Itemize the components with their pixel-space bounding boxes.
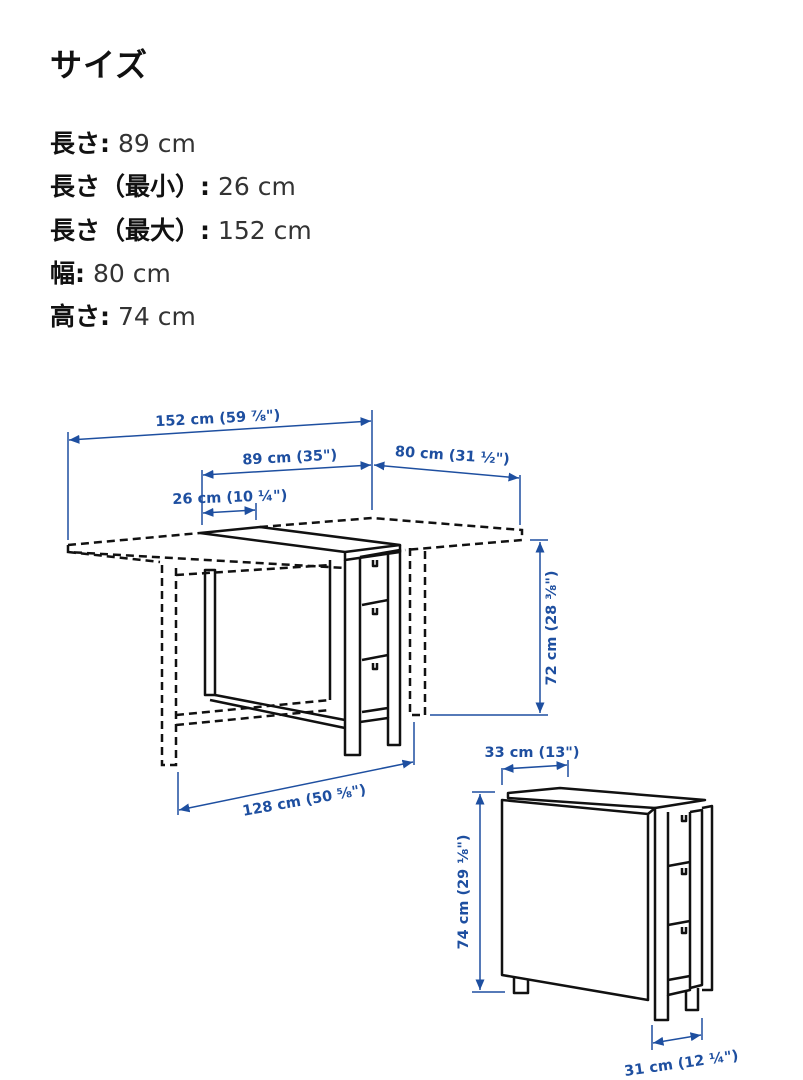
spec-label: 長さ: bbox=[50, 129, 110, 158]
spec-list: 長さ: 89 cm 長さ（最小）: 26 cm 長さ（最大）: 152 cm 幅… bbox=[50, 124, 312, 340]
spec-value: 80 cm bbox=[85, 258, 171, 288]
spec-value: 74 cm bbox=[110, 302, 196, 332]
dim-height: 72 cm (28 ⅜") bbox=[544, 570, 560, 685]
dim-line-33 bbox=[502, 761, 568, 773]
spec-label: 幅: bbox=[50, 258, 85, 288]
section-title: サイズ bbox=[50, 46, 149, 84]
spec-value: 89 cm bbox=[110, 129, 196, 158]
dim-folded-height: 74 cm (29 ⅛") bbox=[456, 834, 472, 949]
spec-value: 152 cm bbox=[210, 215, 312, 245]
open-table-dimensions: 152 cm (59 ⅞") 89 cm (35") 80 cm (31 ½")… bbox=[67, 408, 560, 820]
dim-base-length: 128 cm (50 ⅝") bbox=[241, 782, 367, 819]
dim-width: 80 cm (31 ½") bbox=[394, 444, 510, 468]
dim-line-31 bbox=[652, 1032, 702, 1046]
dim-length: 89 cm (35") bbox=[242, 448, 338, 469]
folded-table-drawing bbox=[500, 786, 714, 1022]
spec-label: 長さ（最小）: bbox=[50, 172, 210, 202]
dim-length-max: 152 cm (59 ⅞") bbox=[155, 408, 281, 431]
folded-table-dimensions: 33 cm (13") 74 cm (29 ⅛") 31 cm (12 ¼") bbox=[456, 745, 740, 1080]
dim-line-80 bbox=[373, 461, 520, 482]
spec-label: 長さ（最大）: bbox=[50, 215, 210, 245]
spec-width: 幅: 80 cm bbox=[50, 254, 312, 297]
dim-line-152 bbox=[68, 417, 372, 444]
dim-line-26 bbox=[202, 506, 256, 517]
dim-line-89 bbox=[202, 461, 372, 479]
open-table-drawing bbox=[66, 516, 524, 767]
dim-folded-depth-top: 33 cm (13") bbox=[485, 745, 580, 761]
dim-folded-depth-base: 31 cm (12 ¼") bbox=[623, 1048, 739, 1080]
spec-length-max: 長さ（最大）: 152 cm bbox=[50, 211, 312, 254]
spec-label: 高さ: bbox=[50, 302, 110, 332]
dim-length-min: 26 cm (10 ¼") bbox=[172, 488, 288, 508]
spec-length: 長さ: 89 cm bbox=[50, 124, 312, 167]
spec-value: 26 cm bbox=[210, 172, 296, 202]
dim-line-128 bbox=[178, 759, 414, 813]
spec-length-min: 長さ（最小）: 26 cm bbox=[50, 167, 312, 210]
spec-height: 高さ: 74 cm bbox=[50, 297, 312, 340]
